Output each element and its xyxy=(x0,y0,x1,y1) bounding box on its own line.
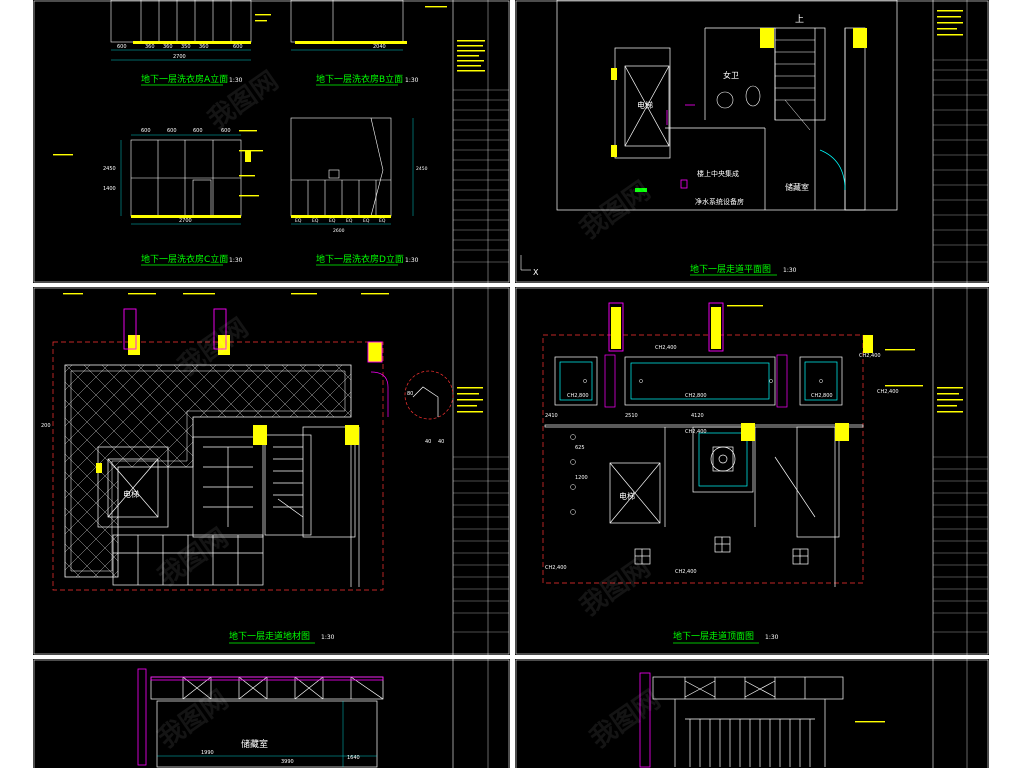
title-elevation-a: 地下一层洗衣房A立面 xyxy=(141,73,228,85)
dim-storage-3: 1640 xyxy=(347,755,360,761)
scale-elevation-a: 1:30 xyxy=(229,77,243,84)
dim-ceiling-3: 2510 xyxy=(625,413,638,419)
laundry-elevations-drawing: 600 360 360 350 360 600 2700 地下一层洗衣房A立面 … xyxy=(33,0,510,283)
plan-note-1: 楼上中央集成 xyxy=(697,169,739,178)
elevation-d xyxy=(290,117,392,217)
structural-columns xyxy=(96,335,382,473)
dim-d-5: EQ xyxy=(363,218,370,224)
scale-elevation-c: 1:30 xyxy=(229,257,243,264)
room-storage-label: 储藏室 xyxy=(241,738,268,750)
room-storage-label: 储藏室 xyxy=(785,182,809,192)
structural-columns xyxy=(611,307,873,441)
dim-d-side: 2450 xyxy=(416,166,428,172)
ceiling-height-7: CH2,400 xyxy=(877,389,899,395)
scale-elevation-d: 1:30 xyxy=(405,257,419,264)
room-elevator-label: 电梯 xyxy=(619,491,635,501)
dim-storage-2: 3990 xyxy=(281,759,294,765)
plan-note-2: 净水系统设备房 xyxy=(695,197,744,206)
room-womens-restroom-label: 女卫 xyxy=(723,70,739,80)
boundary-outline xyxy=(542,334,864,584)
dim-flooring-2: 40 xyxy=(425,439,431,445)
room-elevator-label: 电梯 xyxy=(123,489,139,499)
title-block-notes xyxy=(457,40,485,72)
title-elevation-b: 地下一层洗衣房B立面 xyxy=(316,73,403,85)
dim-a-2: 360 xyxy=(145,44,155,50)
dim-d-1: EQ xyxy=(295,218,302,224)
title-corridor-plan: 地下一层走道平面图 xyxy=(690,263,771,275)
axis-x-label: X xyxy=(533,268,539,277)
dim-flooring-4: 80 xyxy=(407,391,413,397)
dim-c-2: 600 xyxy=(167,128,177,134)
dim-ceiling-2: 4120 xyxy=(691,413,704,419)
dim-storage-1: 1990 xyxy=(201,750,214,756)
dim-c-1: 600 xyxy=(141,128,151,134)
ceiling-panels xyxy=(544,354,864,587)
storage-elevation-drawing: 储藏室 1990 3990 1640 xyxy=(33,659,510,768)
dim-a-1: 600 xyxy=(117,44,127,50)
floor-marker xyxy=(635,188,647,192)
stairs xyxy=(775,39,815,131)
ceiling-height-1: CH2,400 xyxy=(655,345,677,351)
drawing-sheet-corridor-flooring: 电梯 200 40 40 80 地下一层走道地材图 1:30 我图网 我图网 xyxy=(33,287,510,655)
dim-a-4: 350 xyxy=(181,44,191,50)
elevation-b xyxy=(290,0,404,43)
toilet-fixtures xyxy=(716,85,761,109)
stair-up-label: 上 xyxy=(795,14,804,25)
ceiling-height-8: CH2,400 xyxy=(545,565,567,571)
downlights xyxy=(570,379,823,515)
dim-d-4: EQ xyxy=(346,218,353,224)
ceiling-height-5: CH2,400 xyxy=(685,429,707,435)
drawing-sheet-storage-elevation: 储藏室 1990 3990 1640 我图网 xyxy=(33,659,510,768)
dim-c-side-1: 2450 xyxy=(103,166,116,172)
wall-panels xyxy=(652,676,844,767)
dim-ceiling-5: 1200 xyxy=(575,475,588,481)
ceiling-height-3: CH2,800 xyxy=(685,393,707,399)
dim-c-total: 2700 xyxy=(179,218,192,224)
dim-c-3: 600 xyxy=(193,128,203,134)
ceiling-height-4: CH2,800 xyxy=(811,393,833,399)
dim-a-6: 600 xyxy=(233,44,243,50)
room-elevator-label: 电梯 xyxy=(637,100,653,110)
dim-d-2: EQ xyxy=(312,218,319,224)
dim-a-5: 360 xyxy=(199,44,209,50)
dim-c-4: 600 xyxy=(221,128,231,134)
drawing-sheet-corridor-plan: 电梯 女卫 储藏室 楼上中央集成 净水系统设备房 上 X 地下一层走道平面图 1… xyxy=(515,0,989,283)
dim-d-6: EQ xyxy=(379,218,386,224)
title-corridor-flooring: 地下一层走道地材图 xyxy=(229,630,310,642)
dim-flooring-1: 200 xyxy=(41,423,51,429)
ceiling-height-2: CH2,800 xyxy=(567,393,589,399)
elevation-a xyxy=(110,0,252,43)
dim-ceiling-1: 2410 xyxy=(545,413,558,419)
dim-a-total: 2700 xyxy=(173,54,186,60)
dim-ceiling-4: 625 xyxy=(575,445,585,451)
ceiling-height-6: CH2,400 xyxy=(859,353,881,359)
elevation-c xyxy=(130,139,242,217)
dim-d-3: EQ xyxy=(329,218,336,224)
structural-columns xyxy=(611,28,867,157)
dim-flooring-3: 40 xyxy=(438,439,444,445)
scale-elevation-b: 1:30 xyxy=(405,77,419,84)
plan-walls xyxy=(556,0,898,211)
scale-corridor-ceiling: 1:30 xyxy=(765,634,779,641)
flooring-walls xyxy=(97,370,454,587)
title-elevation-c: 地下一层洗衣房C立面 xyxy=(141,253,228,265)
scale-corridor-flooring: 1:30 xyxy=(321,634,335,641)
corridor-ceiling-drawing: CH2,400 CH2,800 CH2,800 CH2,800 CH2,400 … xyxy=(515,287,989,655)
dim-d-total: 2600 xyxy=(333,228,345,234)
storage-cabinets xyxy=(150,676,384,768)
dim-a-3: 360 xyxy=(163,44,173,50)
dim-c-side-2: 1400 xyxy=(103,186,116,192)
drawing-sheet-laundry-elevations: 600 360 360 350 360 600 2700 地下一层洗衣房A立面 … xyxy=(33,0,510,283)
partial-elevation-drawing xyxy=(515,659,989,768)
corridor-plan-drawing: 电梯 女卫 储藏室 楼上中央集成 净水系统设备房 上 X 地下一层走道平面图 1… xyxy=(515,0,989,283)
corridor-flooring-drawing: 电梯 200 40 40 80 地下一层走道地材图 1:30 xyxy=(33,287,510,655)
magenta-markers xyxy=(666,104,695,189)
title-corridor-ceiling: 地下一层走道顶面图 xyxy=(673,630,754,642)
scale-corridor-plan: 1:30 xyxy=(783,267,797,274)
title-elevation-d: 地下一层洗衣房D立面 xyxy=(316,253,404,265)
ceiling-height-9: CH2,400 xyxy=(675,569,697,575)
drawing-sheet-corridor-ceiling: CH2,400 CH2,800 CH2,800 CH2,800 CH2,400 … xyxy=(515,287,989,655)
dim-b-top: 2040 xyxy=(373,44,386,50)
drawing-sheet-partial-elevation: 我图网 xyxy=(515,659,989,768)
